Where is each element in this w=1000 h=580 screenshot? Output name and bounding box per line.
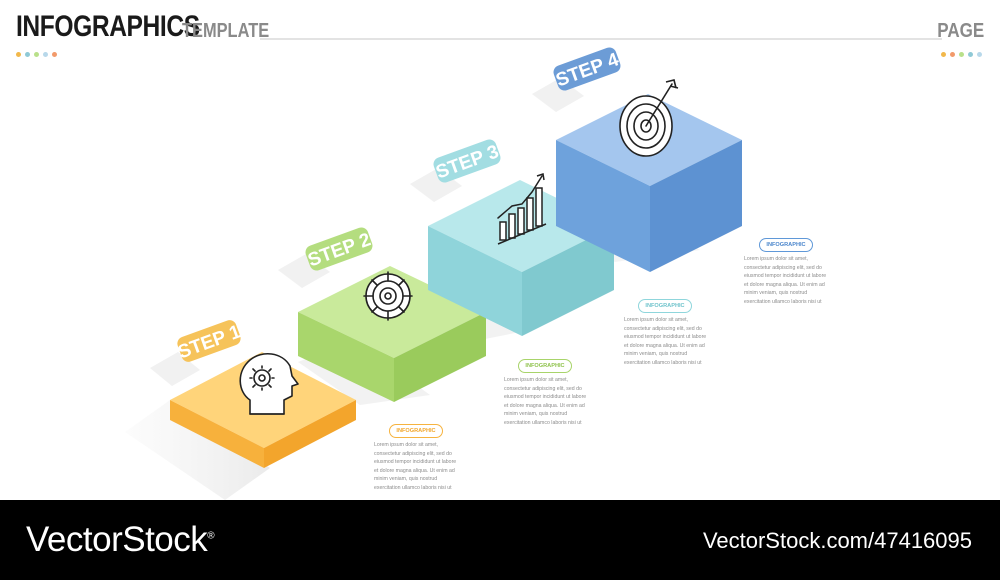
decorative-dot (959, 52, 964, 57)
step-1-badge: INFOGRAPHIC (389, 424, 443, 438)
decorative-dot (968, 52, 973, 57)
head-gear-icon (239, 353, 299, 415)
step-2-label: STEP 2 (278, 227, 374, 288)
step-4-description: Lorem ipsum dolor sit amet, consectetur … (744, 256, 827, 305)
decorative-dot (977, 52, 982, 57)
step-3-description: Lorem ipsum dolor sit amet, consectetur … (624, 317, 707, 366)
decorative-dot (25, 52, 30, 57)
decorative-dot (34, 52, 39, 57)
decorative-dot (941, 52, 946, 57)
bullseye-target-icon (619, 79, 679, 157)
header: INFOGRAPHICS TEMPLATE PAGE (0, 0, 1000, 60)
decorative-dot (950, 52, 955, 57)
step-2-badge: INFOGRAPHIC (518, 359, 572, 373)
step-3-badge: INFOGRAPHIC (638, 299, 692, 313)
step-3-label: STEP 3 (410, 139, 502, 202)
header-divider (260, 38, 942, 40)
decorative-dot (16, 52, 21, 57)
decorative-dots-left (16, 52, 57, 57)
watermark-url: VectorStock.com/47416095 (702, 528, 972, 553)
page-title: INFOGRAPHICS (16, 10, 200, 43)
target-gear-icon (363, 271, 413, 321)
page-subtitle: TEMPLATE (182, 20, 270, 42)
watermark-logo: VectorStock® (26, 520, 215, 560)
step-4-label: STEP 4 (532, 47, 622, 112)
decorative-dot (52, 52, 57, 57)
step-2-description: Lorem ipsum dolor sit amet, consectetur … (504, 377, 587, 426)
decorative-dots-right (941, 52, 982, 57)
page-label: PAGE (937, 20, 984, 42)
step-1-description: Lorem ipsum dolor sit amet, consectetur … (374, 442, 457, 491)
registered-mark: ® (207, 530, 215, 542)
infographic-stage: STEP 1 STEP 2 STEP 3 (125, 47, 742, 500)
watermark-bar: VectorStock® VectorStock.com/47416095 (0, 500, 1000, 580)
step-4-badge: INFOGRAPHIC (759, 238, 813, 252)
growth-chart-icon (497, 173, 547, 245)
watermark-logo-text: VectorStock (26, 520, 208, 559)
decorative-dot (43, 52, 48, 57)
